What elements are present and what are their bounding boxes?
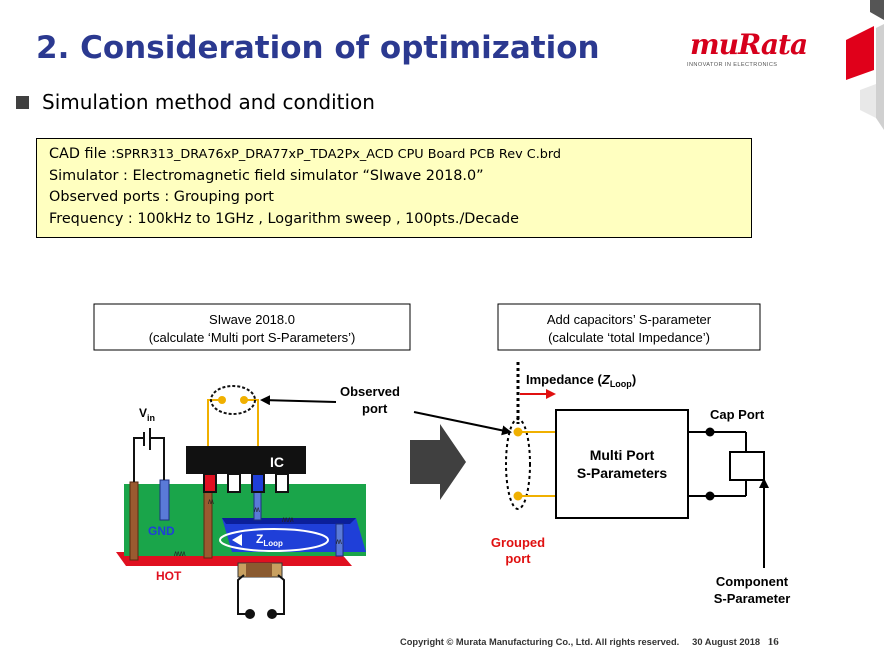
- observed-arrow-left: [260, 395, 337, 406]
- component-label-2: S-Parameter: [714, 591, 791, 606]
- gnd-label: GND: [148, 524, 175, 538]
- pcb-illustration: ʍ ʍʍ ʍʍ ʍ ʍ IC Vin GND HOT ZL: [116, 385, 366, 619]
- observed-port-label-1: Observed: [340, 384, 400, 399]
- svg-text:ʍ: ʍ: [254, 505, 260, 514]
- right-box-line2: (calculate ‘total Impedance’): [548, 330, 710, 345]
- right-box-line1: Add capacitors’ S-parameter: [547, 312, 712, 327]
- cad-file-line: CAD file :SPRR313_DRA76xP_DRA77xP_TDA2Px…: [49, 144, 751, 166]
- component-box: [729, 451, 765, 481]
- simulator-line: Simulator : Electromagnetic field simula…: [49, 167, 484, 184]
- cad-file-value: SPRR313_DRA76xP_DRA77xP_TDA2Px_ACD CPU B…: [115, 147, 562, 162]
- conditions-box: CAD file :SPRR313_DRA76xP_DRA77xP_TDA2Px…: [36, 138, 752, 238]
- svg-text:ʍʍ: ʍʍ: [282, 515, 294, 524]
- left-box-line1: SIwave 2018.0: [209, 312, 295, 327]
- logo-tagline: INNOVATOR IN ELECTRONICS: [687, 62, 778, 68]
- z-loop-ellipse: [219, 528, 329, 552]
- right-header-box: Add capacitors’ S-parameter (calculate ‘…: [497, 303, 761, 351]
- footer: Copyright © Murata Manufacturing Co., Lt…: [400, 636, 779, 648]
- page-title: 2. Consideration of optimization: [36, 30, 600, 66]
- bullet-square-icon: [16, 96, 29, 109]
- svg-text:ʍ: ʍ: [208, 497, 214, 506]
- multi-port-label-2: S-Parameters: [577, 465, 667, 481]
- ic-chip: [186, 446, 306, 474]
- svg-text:ʍ: ʍ: [336, 537, 342, 546]
- vin-label: Vin: [139, 406, 155, 423]
- observed-port-ellipse: [210, 385, 256, 415]
- cad-file-label: CAD file :: [49, 146, 116, 162]
- blue-plane: [222, 518, 366, 552]
- ports-line: Observed ports : Grouping port: [49, 189, 274, 205]
- frequency-line: Frequency : 100kHz to 1GHz , Logarithm s…: [49, 210, 519, 227]
- ic-label: IC: [270, 454, 284, 470]
- footer-date: 30 August 2018: [692, 637, 761, 647]
- multi-port-label-1: Multi Port: [590, 447, 655, 463]
- component-label-1: Component: [716, 574, 789, 589]
- grouped-port-ellipse: [505, 418, 531, 510]
- grouped-port-label-1: Grouped: [491, 535, 545, 550]
- cap-port-label: Cap Port: [710, 407, 765, 422]
- left-box-line2: (calculate ‘Multi port S-Parameters’): [149, 330, 356, 345]
- multi-port-box: [555, 409, 689, 519]
- murata-logo: muRata: [690, 28, 808, 61]
- via-left: [129, 481, 139, 561]
- zloop-label: ZLoop: [256, 532, 283, 548]
- transition-arrow-icon: [410, 424, 466, 500]
- impedance-label: Impedance (ZLoop): [526, 372, 636, 389]
- corner-decoration-icon: [846, 0, 884, 130]
- observed-port-label-2: port: [362, 401, 388, 416]
- subtitle: Simulation method and condition: [42, 90, 375, 114]
- right-circuit: Impedance (ZLoop) Grouped port Multi Por…: [491, 362, 790, 606]
- copyright: Copyright © Murata Manufacturing Co., Lt…: [400, 637, 680, 647]
- hot-label: HOT: [156, 569, 182, 583]
- svg-text:ʍʍ: ʍʍ: [174, 549, 186, 558]
- left-header-box: SIwave 2018.0 (calculate ‘Multi port S-P…: [93, 303, 411, 351]
- page-number: 16: [767, 636, 779, 648]
- observed-arrow-right: [413, 411, 512, 436]
- grouped-port-label-2: port: [505, 551, 531, 566]
- via-gnd: [159, 479, 170, 521]
